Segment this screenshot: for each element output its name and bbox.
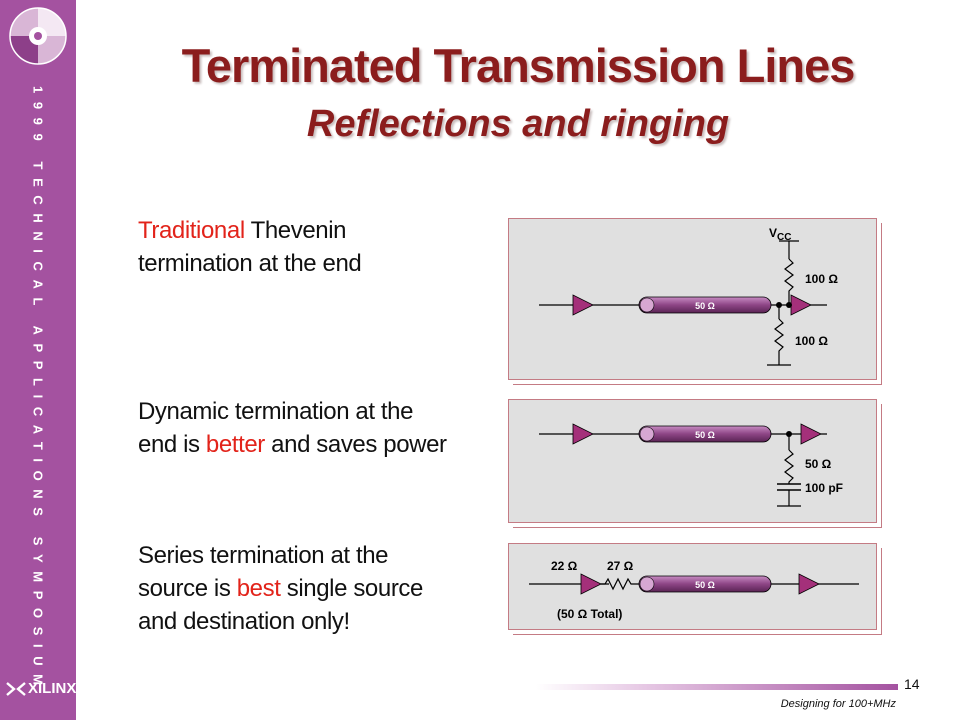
line-impedance-label: 50 Ω — [695, 301, 715, 311]
pulldown-resistor-label: 100 Ω — [795, 334, 828, 348]
thevenin-highlight: Traditional — [138, 217, 245, 244]
dynamic-diagram-panel: 50 Ω 50 Ω 100 pF — [508, 399, 877, 523]
driver-buffer-icon — [580, 573, 602, 595]
capacitor-label: 100 pF — [805, 481, 843, 495]
cd-disc-icon — [6, 4, 70, 68]
termination-resistor-icon — [784, 449, 794, 484]
pullup-resistor-label: 100 Ω — [805, 272, 838, 286]
dynamic-circuit-diagram: 50 Ω 50 Ω 100 pF — [539, 423, 843, 507]
pulldown-resistor-icon — [774, 318, 784, 365]
best-highlight: best — [236, 575, 281, 602]
sidebar: 1999 TECHNICAL APPLICATIONS SYMPOSIUM XI… — [0, 0, 84, 720]
xilinx-mark-icon — [6, 681, 26, 696]
series-description: Series termination at the source is best… — [138, 542, 423, 635]
line-impedance-label: 50 Ω — [695, 430, 715, 440]
xilinx-logo: XILINX® — [6, 680, 84, 697]
series-resistor-label: 27 Ω — [607, 559, 634, 573]
symposium-vertical-text: 1999 TECHNICAL APPLICATIONS SYMPOSIUM — [30, 86, 46, 694]
line-impedance-label: 50 Ω — [695, 580, 715, 590]
transmission-line-icon — [638, 425, 772, 443]
thevenin-diagram-panel: 50 Ω VCC 100 Ω 100 Ω — [508, 218, 877, 380]
footer-text: Designing for 100+MHz — [780, 698, 896, 710]
slide-title: Terminated Transmission Lines — [181, 39, 856, 92]
slide-subtitle: Reflections and ringing — [306, 103, 730, 145]
driver-buffer-icon — [572, 294, 594, 316]
pullup-resistor-icon — [784, 258, 794, 305]
total-impedance-label: (50 Ω Total) — [557, 607, 622, 621]
series-resistor-icon — [601, 577, 639, 591]
dynamic-description: Dynamic termination at the end is better… — [138, 398, 447, 458]
termination-resistor-label: 50 Ω — [805, 457, 832, 471]
page-number: 14 — [904, 676, 920, 692]
thevenin-circuit-diagram: 50 Ω VCC 100 Ω 100 Ω — [539, 226, 838, 366]
thevenin-description: Traditional Thevenin termination at the … — [138, 217, 362, 277]
transmission-line-icon — [638, 296, 772, 314]
registered-mark: ® — [78, 685, 84, 692]
vcc-label: VCC — [769, 226, 791, 243]
series-circuit-diagram: 50 Ω 22 Ω 27 Ω (50 Ω Total) — [529, 559, 859, 621]
receiver-buffer-icon — [798, 573, 820, 595]
output-impedance-label: 22 Ω — [551, 559, 578, 573]
better-highlight: better — [205, 431, 265, 458]
receiver-buffer-icon — [790, 294, 812, 316]
receiver-buffer-icon — [800, 423, 822, 445]
series-diagram-panel: 50 Ω 22 Ω 27 Ω (50 Ω Total) — [508, 543, 877, 630]
driver-buffer-icon — [572, 423, 594, 445]
footer-rule — [536, 684, 898, 690]
xilinx-logo-text: XILINX — [28, 680, 77, 697]
